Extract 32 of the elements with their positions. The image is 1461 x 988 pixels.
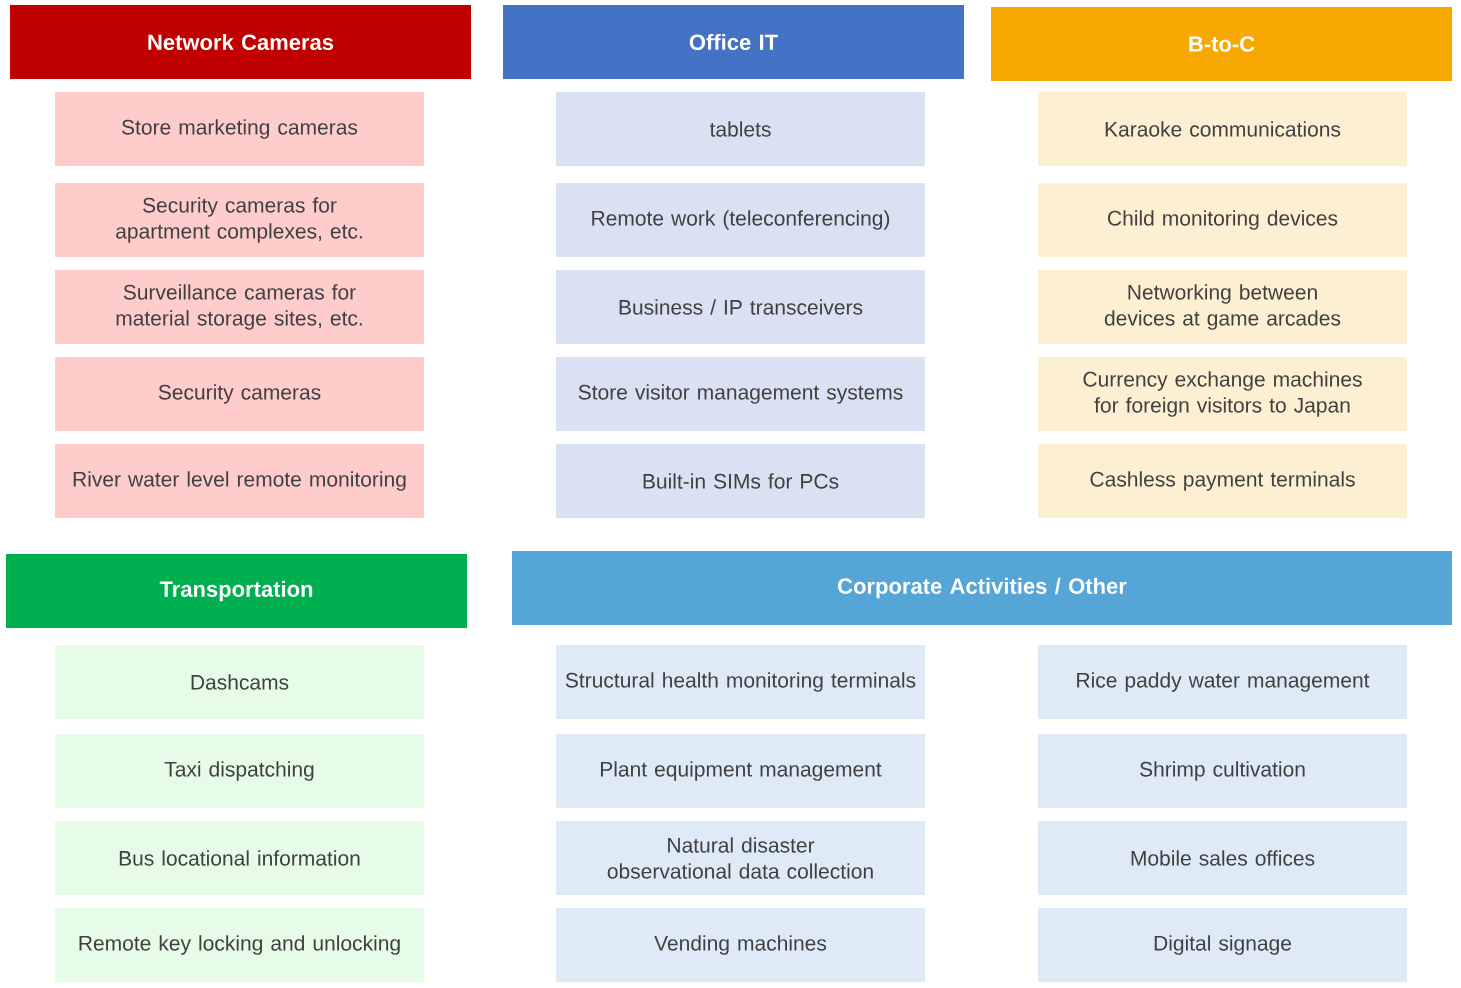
item-box: Networking between devices at game arcades — [1038, 270, 1407, 344]
item-box: Plant equipment management — [556, 734, 925, 808]
item-box: Child monitoring devices — [1038, 183, 1407, 257]
item-box: Mobile sales offices — [1038, 821, 1407, 895]
item-box: Business / IP transceivers — [556, 270, 925, 344]
item-box: Cashless payment terminals — [1038, 444, 1407, 518]
item-box: Digital signage — [1038, 908, 1407, 982]
item-box: Natural disaster observational data collection — [556, 821, 925, 895]
item-box: Store marketing cameras — [55, 92, 424, 166]
category-header: Corporate Activities / Other — [512, 551, 1452, 625]
item-box: Karaoke communications — [1038, 92, 1407, 166]
item-box: tablets — [556, 92, 925, 166]
item-box: Security cameras for apartment complexes, etc. — [55, 183, 424, 257]
item-box: Remote key locking and unlocking — [55, 908, 424, 982]
item-box: Security cameras — [55, 357, 424, 431]
item-box: Store visitor management systems — [556, 357, 925, 431]
category-header: Office IT — [503, 5, 964, 79]
item-box: Shrimp cultivation — [1038, 734, 1407, 808]
item-box: Currency exchange machines for foreign visitors to Japan — [1038, 357, 1407, 431]
item-box: Rice paddy water management — [1038, 645, 1407, 719]
item-box: Dashcams — [55, 645, 424, 719]
category-header: B-to-C — [991, 7, 1452, 81]
item-box: Remote work (teleconferencing) — [556, 183, 925, 257]
item-box: Vending machines — [556, 908, 925, 982]
item-box: Bus locational information — [55, 821, 424, 895]
category-header: Transportation — [6, 554, 467, 628]
category-header: Network Cameras — [10, 5, 471, 79]
item-box: Surveillance cameras for material storage sites, etc. — [55, 270, 424, 344]
item-box: Taxi dispatching — [55, 734, 424, 808]
item-box: River water level remote monitoring — [55, 444, 424, 518]
item-box: Structural health monitoring terminals — [556, 645, 925, 719]
item-box: Built-in SIMs for PCs — [556, 444, 925, 518]
